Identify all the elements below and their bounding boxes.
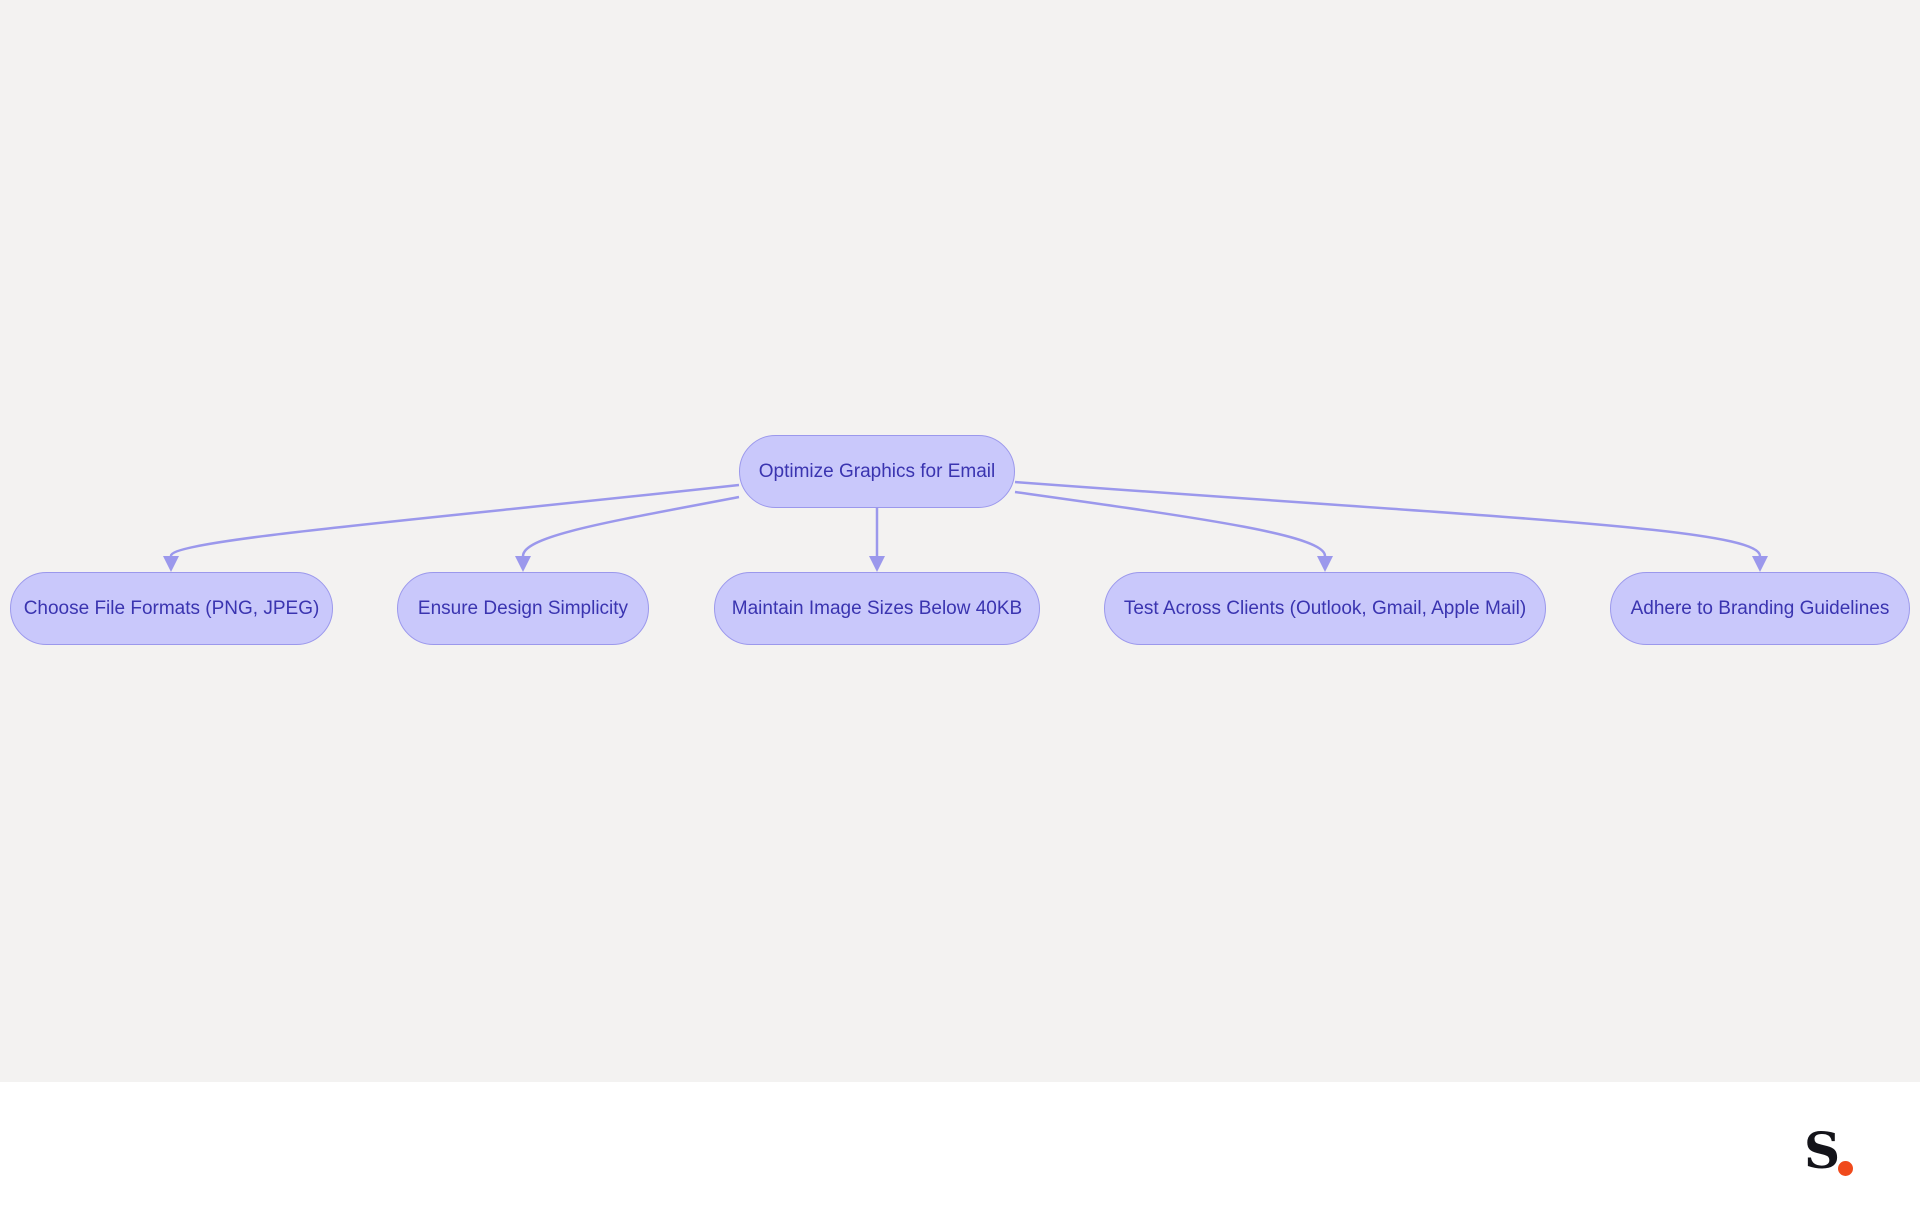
edge-root-to-file-formats (169, 483, 740, 557)
child-node-branding: Adhere to Branding Guidelines (1610, 572, 1910, 645)
diagram-edges (163, 480, 1768, 572)
logo-dot-icon (1838, 1161, 1853, 1176)
logo-letter: S (1804, 1121, 1841, 1180)
brand-logo: S (1804, 1122, 1864, 1180)
child-node-label: Ensure Design Simplicity (417, 597, 629, 619)
edge-root-to-branding (1014, 480, 1762, 557)
child-node-file-formats: Choose File Formats (PNG, JPEG) (10, 572, 333, 645)
child-node-image-sizes: Maintain Image Sizes Below 40KB (714, 572, 1040, 645)
arrowhead-file-formats (163, 556, 179, 572)
child-node-design-simplicity: Ensure Design Simplicity (397, 572, 649, 645)
diagram-area: Optimize Graphics for Email Choose File … (0, 0, 1920, 1082)
child-node-label: Adhere to Branding Guidelines (1630, 597, 1890, 619)
child-node-label: Choose File Formats (PNG, JPEG) (23, 597, 320, 619)
child-node-test-clients: Test Across Clients (Outlook, Gmail, App… (1104, 572, 1546, 645)
root-node-label: Optimize Graphics for Email (758, 460, 996, 482)
child-node-label: Maintain Image Sizes Below 40KB (731, 597, 1023, 619)
child-node-label: Test Across Clients (Outlook, Gmail, App… (1123, 597, 1527, 619)
arrowhead-test-clients (1317, 556, 1333, 572)
arrowhead-branding (1752, 556, 1768, 572)
edge-root-to-test-clients (1014, 490, 1327, 557)
root-node: Optimize Graphics for Email (739, 435, 1015, 508)
arrowhead-image-sizes (869, 556, 885, 572)
arrowhead-design-simplicity (515, 556, 531, 572)
edge-root-to-design-simplicity (521, 495, 740, 557)
footer-bar (0, 1082, 1920, 1215)
